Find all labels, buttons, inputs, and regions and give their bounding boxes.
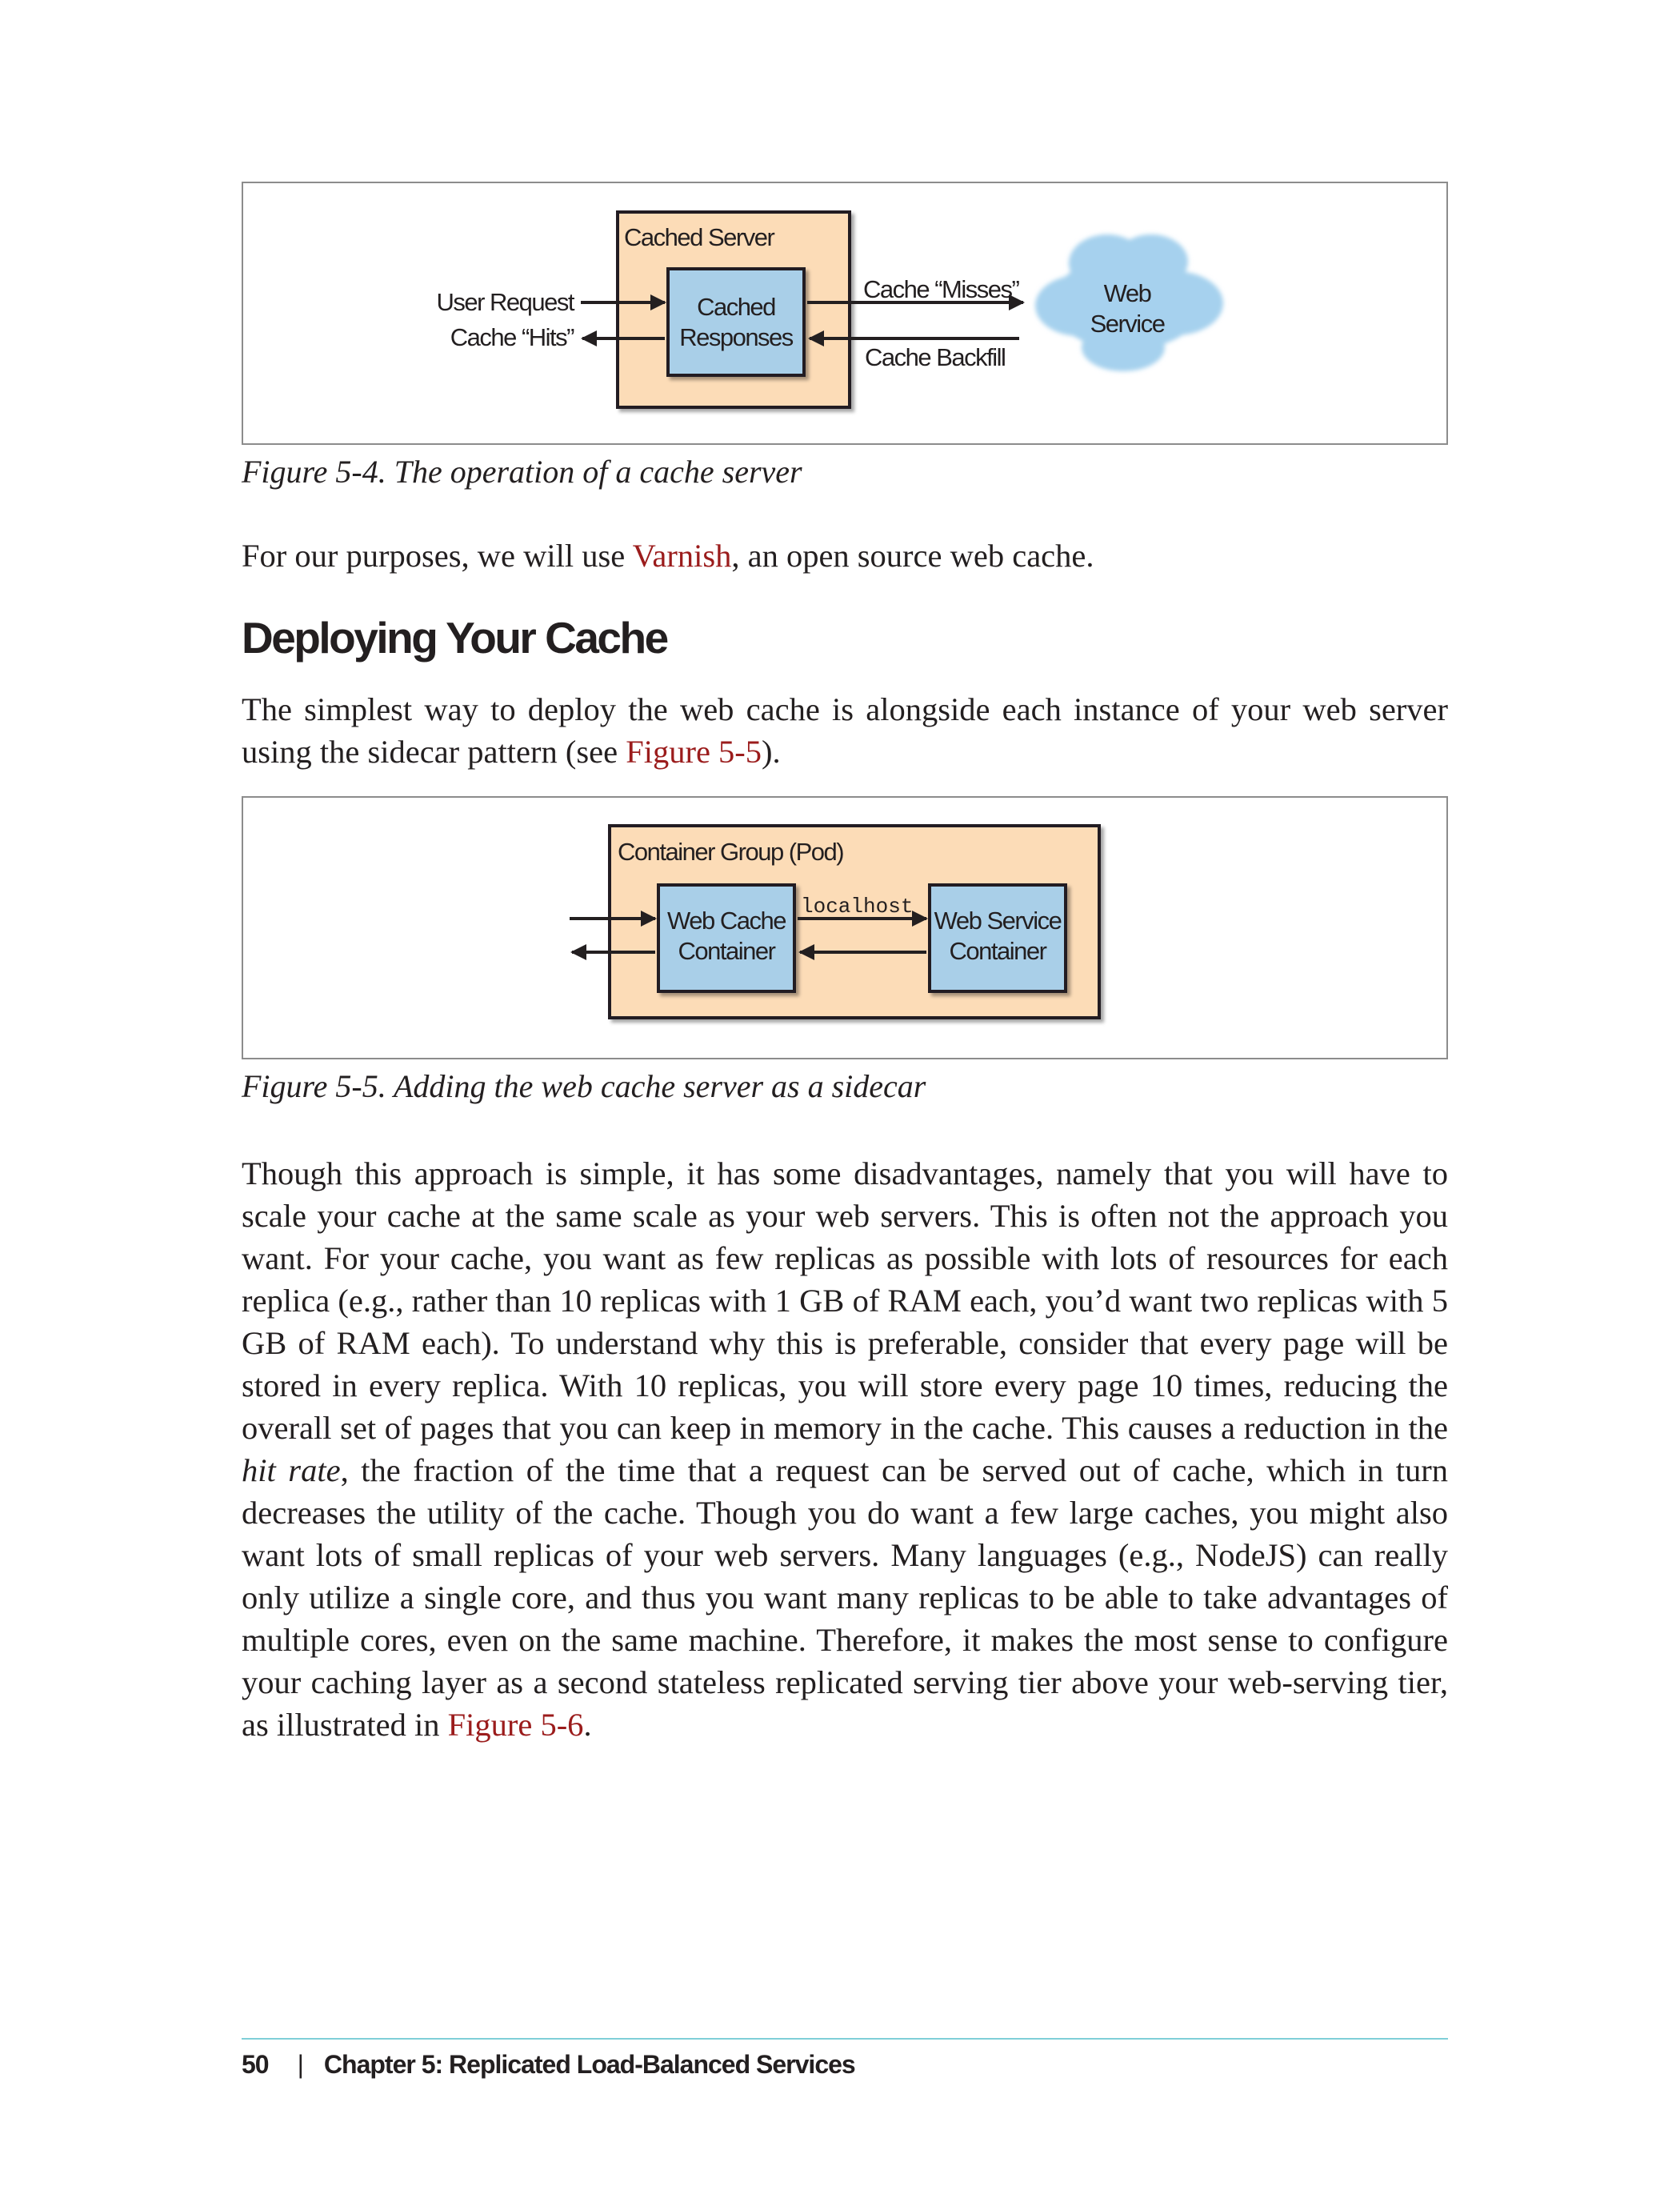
- web-cache-label-line2: Container: [678, 937, 776, 965]
- cached-responses-label-line1: Cached: [697, 293, 775, 321]
- web-cache-container-box: [657, 883, 796, 993]
- footer-rule: [242, 2038, 1448, 2040]
- pod-label: Container Group (Pod): [618, 838, 843, 866]
- figure-5-5-link[interactable]: Figure 5-5: [626, 734, 762, 770]
- page-footer: 50 | Chapter 5: Replicated Load-Balanced S…: [242, 2050, 856, 2080]
- cache-misses-label: Cache “Misses”: [863, 275, 1019, 303]
- sidecar-diagram: Container Group (Pod) Web Cache Containe…: [570, 824, 1101, 1019]
- para3-text-after: .: [583, 1707, 592, 1743]
- web-service-label-line2: Service: [1090, 310, 1165, 338]
- web-service-cloud-icon: [1035, 234, 1223, 371]
- varnish-paragraph: For our purposes, we will use Varnish, a…: [242, 534, 1448, 577]
- web-cache-label-line1: Web Cache: [667, 907, 786, 935]
- para1-text-after: , an open source web cache.: [731, 538, 1094, 574]
- figure-5-4-caption: Figure 5-4. The operation of a cache ser…: [242, 454, 802, 490]
- cache-backfill-label: Cache Backfill: [865, 343, 1005, 371]
- para1-text-before: For our purposes, we will use: [242, 538, 633, 574]
- para3-text-part2: , the fraction of the time that a reques…: [242, 1452, 1449, 1743]
- disadvantages-paragraph: Though this approach is simple, it has s…: [242, 1152, 1448, 1746]
- cached-responses-box: [666, 267, 806, 377]
- varnish-link[interactable]: Varnish: [632, 538, 732, 574]
- web-service-label-line1: Web: [1104, 279, 1151, 307]
- page-number: 50: [242, 2050, 270, 2079]
- section-heading: Deploying Your Cache: [242, 613, 669, 663]
- para3-text-part1: Though this approach is simple, it has s…: [242, 1155, 1448, 1446]
- user-request-label: User Request: [436, 288, 574, 316]
- figure-5-5-frame: Container Group (Pod) Web Cache Containe…: [242, 796, 1448, 1059]
- cache-hits-label: Cache “Hits”: [450, 323, 574, 351]
- cached-responses-label-line2: Responses: [679, 323, 794, 351]
- figure-5-6-link[interactable]: Figure 5-6: [447, 1707, 584, 1743]
- localhost-label: localhost: [801, 895, 913, 919]
- web-service-container-box: [928, 883, 1067, 993]
- figure-5-4-frame: Cached Server Cached Responses User Requ…: [242, 182, 1448, 445]
- para2-text-after: ).: [762, 734, 781, 770]
- chapter-title: Chapter 5: Replicated Load-Balanced Serv…: [323, 2050, 856, 2079]
- figure-5-5-caption: Figure 5-5. Adding the web cache server …: [242, 1068, 926, 1104]
- cache-server-diagram: Cached Server Cached Responses User Requ…: [436, 210, 1223, 409]
- para2-text-before: The simplest way to deploy the web cache…: [242, 691, 1448, 770]
- web-service-container-label-line1: Web Service: [934, 907, 1062, 935]
- footer-separator: |: [297, 2050, 304, 2079]
- hit-rate-term: hit rate: [242, 1452, 341, 1488]
- sidecar-paragraph: The simplest way to deploy the web cache…: [242, 688, 1448, 773]
- web-service-container-label-line2: Container: [950, 937, 1047, 965]
- cached-server-label: Cached Server: [624, 223, 774, 251]
